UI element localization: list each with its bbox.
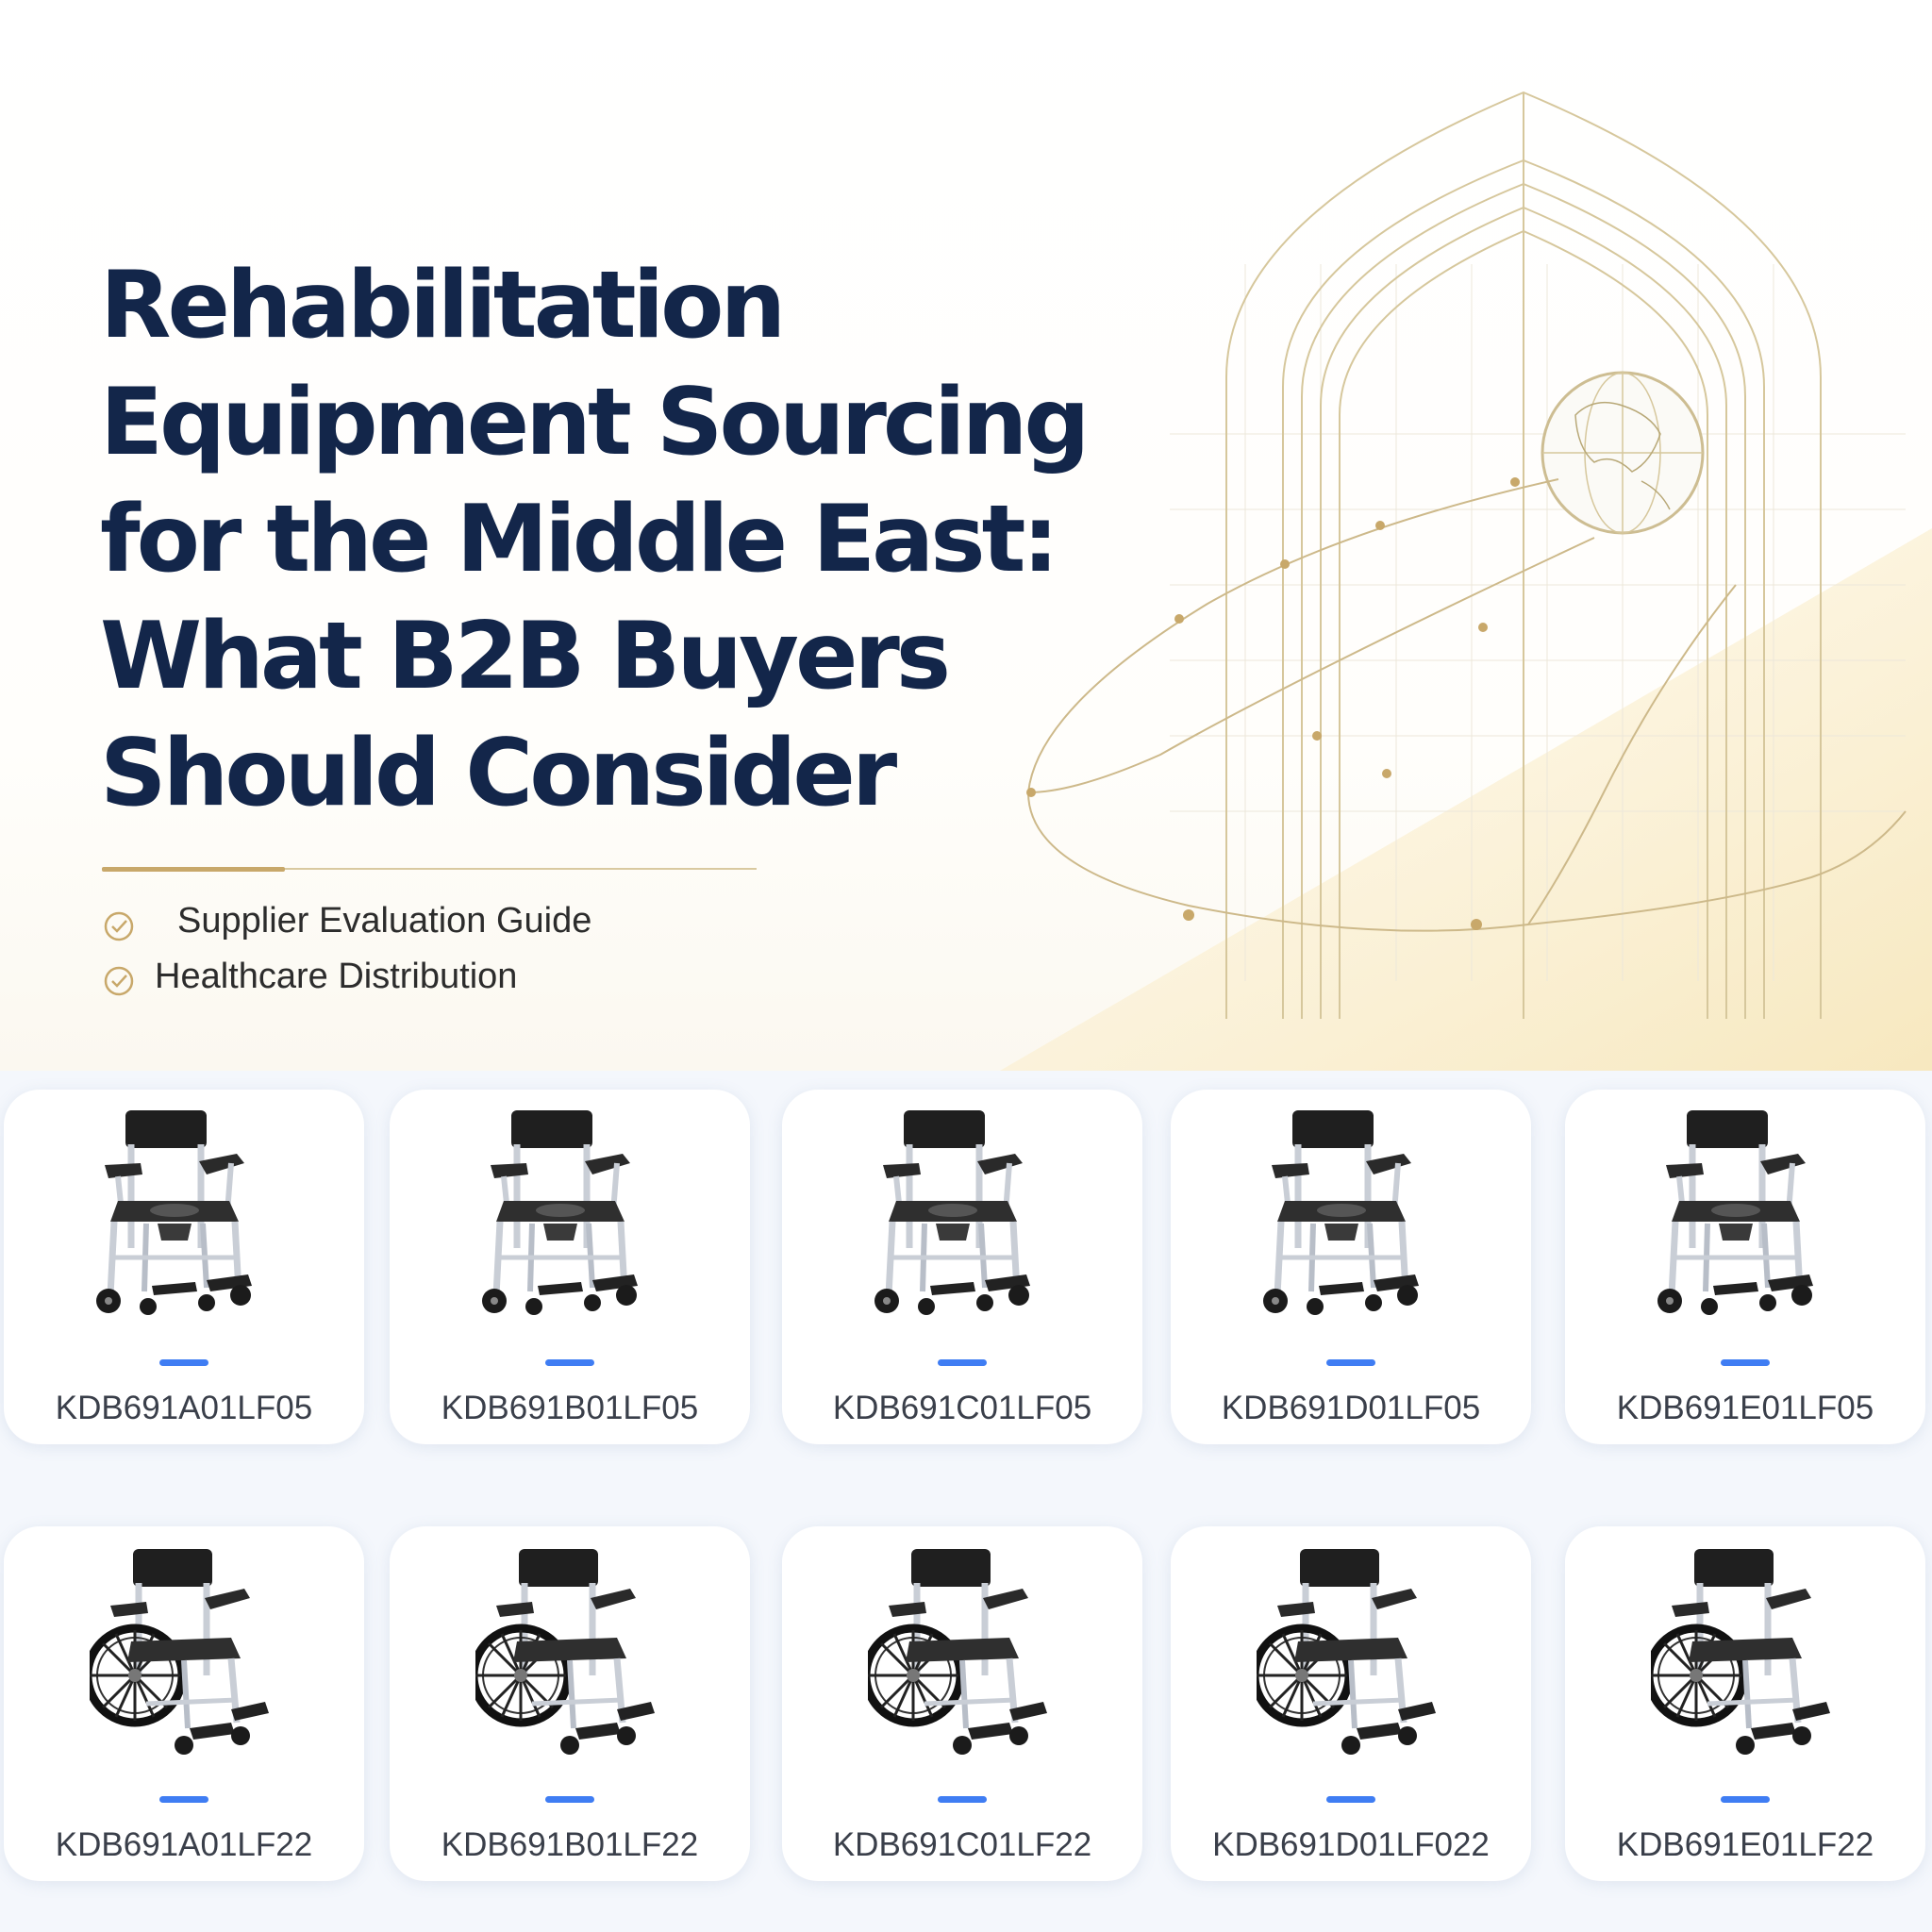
- tag-supplier-evaluation: Supplier Evaluation Guide: [177, 901, 592, 941]
- commode-wheelchair-icon: [90, 1543, 278, 1760]
- product-model-label: KDB691E01LF22: [1616, 1826, 1874, 1863]
- product-card[interactable]: KDB691D01LF05: [1171, 1090, 1531, 1444]
- product-model-label: KDB691C01LF22: [832, 1826, 1092, 1863]
- product-card[interactable]: KDB691E01LF05: [1565, 1090, 1925, 1444]
- product-card[interactable]: KDB691C01LF05: [782, 1090, 1142, 1444]
- card-accent-bar: [1721, 1359, 1770, 1366]
- divider-line: [102, 868, 757, 870]
- card-accent-bar: [1721, 1796, 1770, 1803]
- check-circle-icon: [104, 911, 134, 941]
- product-model-label: KDB691D01LF05: [1221, 1390, 1481, 1426]
- product-model-label: KDB691A01LF22: [55, 1826, 313, 1863]
- product-grid: KDB691A01LF05 KDB691B01LF05 KDB691C01LF0…: [0, 1071, 1932, 1932]
- product-model-label: KDB691A01LF05: [55, 1390, 313, 1426]
- card-accent-bar: [938, 1796, 987, 1803]
- globe-icon: [1541, 371, 1705, 535]
- product-model-label: KDB691E01LF05: [1616, 1390, 1874, 1426]
- product-card[interactable]: KDB691E01LF22: [1565, 1526, 1925, 1881]
- page-title: Rehabilitation Equipment Sourcing for th…: [100, 247, 1100, 832]
- commode-chair-icon: [1651, 1107, 1840, 1324]
- divider-accent: [102, 867, 285, 872]
- arch-icon: [1225, 91, 1822, 1019]
- commode-chair-icon: [1257, 1107, 1445, 1324]
- title-line: Equipment Sourcing: [100, 369, 1091, 476]
- product-card[interactable]: KDB691D01LF022: [1171, 1526, 1531, 1881]
- commode-chair-icon: [90, 1107, 278, 1324]
- commode-chair-icon: [475, 1107, 664, 1324]
- product-card[interactable]: KDB691C01LF22: [782, 1526, 1142, 1881]
- card-accent-bar: [159, 1359, 208, 1366]
- product-model-label: KDB691D01LF022: [1212, 1826, 1490, 1863]
- commode-wheelchair-icon: [1257, 1543, 1445, 1760]
- card-accent-bar: [938, 1359, 987, 1366]
- card-accent-bar: [1326, 1796, 1375, 1803]
- card-accent-bar: [545, 1796, 594, 1803]
- commode-chair-icon: [868, 1107, 1057, 1324]
- route-line-icon: [1026, 478, 1907, 932]
- commode-wheelchair-icon: [1651, 1543, 1840, 1760]
- commode-wheelchair-icon: [868, 1543, 1057, 1760]
- card-accent-bar: [1326, 1359, 1375, 1366]
- product-card[interactable]: KDB691A01LF05: [4, 1090, 364, 1444]
- hero-background-shape: [1000, 528, 1932, 1071]
- hero-banner: Rehabilitation Equipment Sourcing for th…: [0, 0, 1932, 1071]
- product-model-label: KDB691B01LF22: [441, 1826, 699, 1863]
- product-model-label: KDB691C01LF05: [832, 1390, 1092, 1426]
- check-circle-icon: [104, 966, 134, 996]
- card-accent-bar: [545, 1359, 594, 1366]
- tag-healthcare-distribution: Healthcare Distribution: [155, 957, 518, 996]
- product-card[interactable]: KDB691A01LF22: [4, 1526, 364, 1881]
- title-line: Rehabilitation: [100, 252, 786, 359]
- card-accent-bar: [159, 1796, 208, 1803]
- product-card[interactable]: KDB691B01LF22: [390, 1526, 750, 1881]
- title-line: for the Middle East:: [100, 486, 1059, 593]
- title-line: Should Consider: [100, 720, 897, 827]
- product-card[interactable]: KDB691B01LF05: [390, 1090, 750, 1444]
- commode-wheelchair-icon: [475, 1543, 664, 1760]
- product-model-label: KDB691B01LF05: [441, 1390, 699, 1426]
- title-line: What B2B Buyers: [100, 603, 951, 710]
- arch-globe-illustration: [1026, 91, 1907, 1019]
